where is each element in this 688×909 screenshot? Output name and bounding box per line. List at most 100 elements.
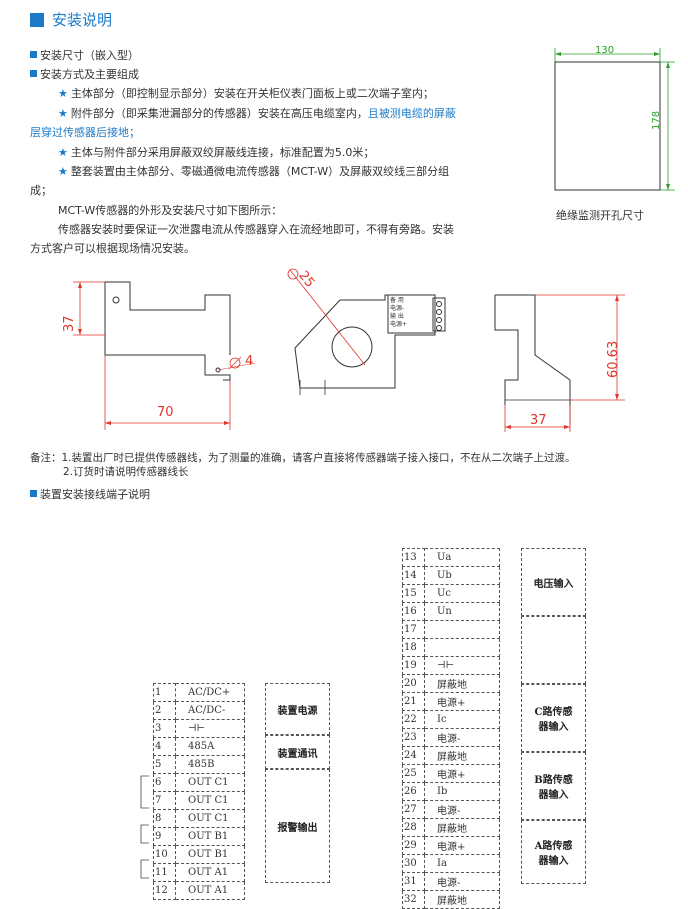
terminal-number: 26 xyxy=(402,782,425,801)
group-a-sensor: A路传感器输入 xyxy=(521,820,586,884)
bullet-square-icon xyxy=(30,490,37,497)
terminal-number: 8 xyxy=(153,809,176,828)
title-square-icon xyxy=(30,13,44,27)
text-line-3: ★主体部分（即控制显示部分）安装在开关柜仪表门面板上或二次端子室内； xyxy=(58,87,434,100)
group-b-sensor: B路传感器输入 xyxy=(521,752,586,820)
group-alarm: 报警输出 xyxy=(265,769,330,883)
terminal-number: 24 xyxy=(402,746,425,765)
terminal-label: 485B xyxy=(175,755,245,774)
terminal-label xyxy=(424,620,500,639)
terminal-number: 22 xyxy=(402,710,425,729)
terminal-number: 27 xyxy=(402,800,425,819)
dim-4: 4 xyxy=(245,354,254,369)
terminal-label: OUT C1 xyxy=(175,809,245,828)
terminal-number: 23 xyxy=(402,728,425,747)
terminal-number: 30 xyxy=(402,854,425,873)
dim-60-63: 60.63 xyxy=(606,340,621,378)
text-line-9: MCT-W传感器的外形及安装尺寸如下图所示： xyxy=(58,204,283,217)
group-power: 装置电源 xyxy=(265,683,330,735)
dim-37-right: 37 xyxy=(530,413,547,428)
terminal-label: 电源- xyxy=(424,872,500,891)
terminal-label: AC/DC+ xyxy=(175,683,245,702)
terminal-label: 电源+ xyxy=(424,692,500,711)
terminal-number: 11 xyxy=(153,863,176,882)
terminal-number: 20 xyxy=(402,674,425,693)
star-icon: ★ xyxy=(58,107,68,120)
terminal-number: 3 xyxy=(153,719,176,738)
terminal-label: Ib xyxy=(424,782,500,801)
terminal-number: 2 xyxy=(153,701,176,720)
terminal-label: Ub xyxy=(424,566,500,585)
terminal-label: OUT B1 xyxy=(175,845,245,864)
terminal-number: 15 xyxy=(402,584,425,603)
terminal-label: 屏蔽地 xyxy=(424,818,500,837)
text-line-11: 方式客户可以根据现场情况安装。 xyxy=(30,242,195,255)
terminal-number: 13 xyxy=(402,548,425,567)
terminal-label: Ua xyxy=(424,548,500,567)
sensor-diagram xyxy=(73,268,625,432)
terminal-number: 10 xyxy=(153,845,176,864)
terminal-label: 屏蔽地 xyxy=(424,746,500,765)
terminal-row: 19⊣⊢ xyxy=(402,656,500,675)
terminal-label: OUT B1 xyxy=(175,827,245,846)
terminal-number: 6 xyxy=(153,773,176,792)
terminal-label: ⊣⊢ xyxy=(424,656,500,675)
dim-70: 70 xyxy=(157,405,174,420)
terminal-label: OUT C1 xyxy=(175,791,245,810)
terminal-row: 3⊣⊢ xyxy=(153,719,245,738)
terminal-label: OUT C1 xyxy=(175,773,245,792)
sensor-terminal-labels: 备 用 电源- 输 出 电源+ xyxy=(390,297,408,328)
terminal-label: Ic xyxy=(424,710,500,729)
group-empty xyxy=(521,616,586,684)
terminal-label: 屏蔽地 xyxy=(424,674,500,693)
terminal-number: 29 xyxy=(402,836,425,855)
text-line-7: ★整套装置由主体部分、零磁通微电流传感器（MCT-W）及屏蔽双绞线三部分组 xyxy=(58,165,450,178)
cutout-diagram xyxy=(554,48,675,191)
group-comm: 装置通讯 xyxy=(265,735,330,769)
group-voltage: 电压输入 xyxy=(521,548,586,616)
bullet-square-icon xyxy=(30,51,37,58)
terminal-number: 25 xyxy=(402,764,425,783)
terminal-label: Un xyxy=(424,602,500,621)
terminal-number: 16 xyxy=(402,602,425,621)
terminal-number: 5 xyxy=(153,755,176,774)
terminal-number: 32 xyxy=(402,890,425,909)
cutout-caption: 绝缘监测开孔尺寸 xyxy=(556,209,644,222)
terminal-label: 屏蔽地 xyxy=(424,890,500,909)
terminal-row: 17 xyxy=(402,620,500,639)
terminal-number: 19 xyxy=(402,656,425,675)
terminal-number: 1 xyxy=(153,683,176,702)
terminal-label: 485A xyxy=(175,737,245,756)
terminal-label: Uc xyxy=(424,584,500,603)
bullet-square-icon xyxy=(30,70,37,77)
terminal-label: 电源+ xyxy=(424,836,500,855)
group-c-sensor: C路传感器输入 xyxy=(521,684,586,752)
text-line-5: 层穿过传感器后接地； xyxy=(30,126,140,139)
text-line-1: 安装尺寸（嵌入型） xyxy=(30,48,139,63)
terminal-row: 18 xyxy=(402,638,500,657)
relay-bracket xyxy=(140,775,149,879)
terminal-number: 18 xyxy=(402,638,425,657)
